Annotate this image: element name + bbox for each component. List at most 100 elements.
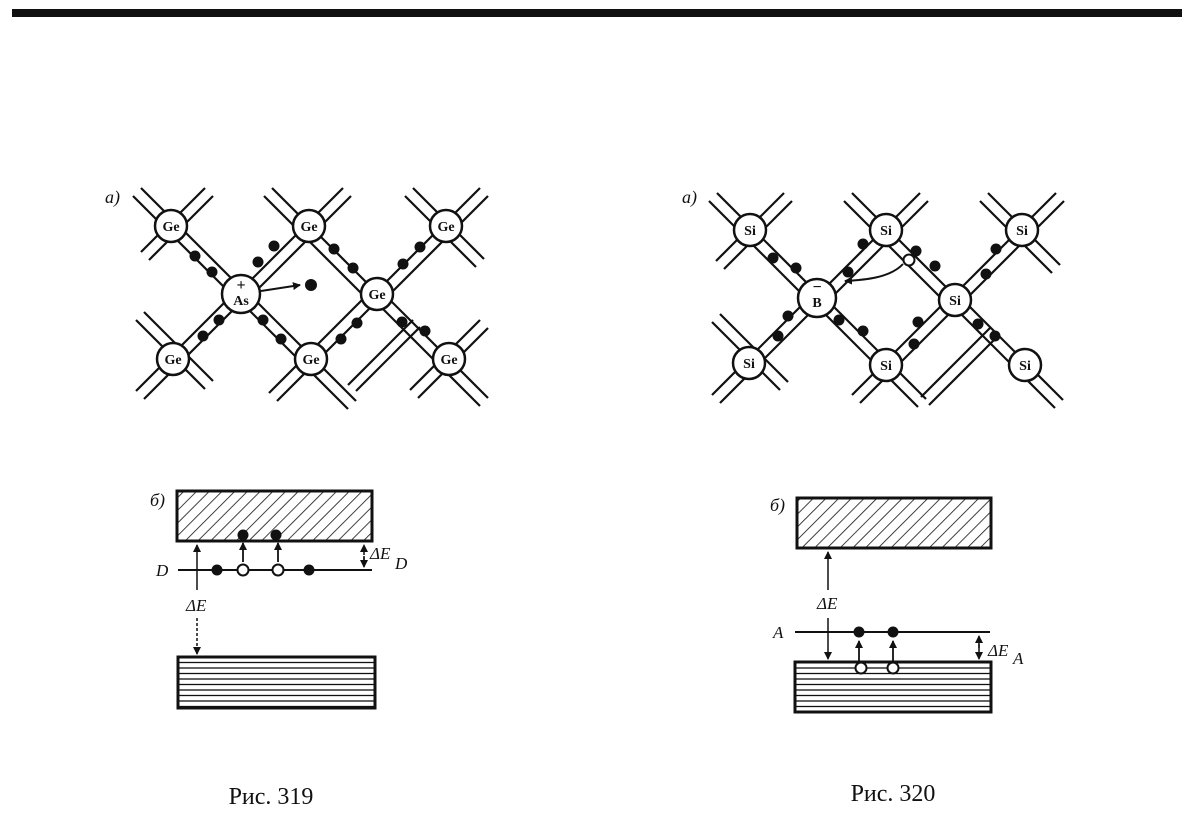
electron — [772, 330, 784, 342]
electron — [213, 314, 225, 326]
band-gap-label: ΔE — [816, 594, 838, 613]
top-rule — [12, 9, 1182, 17]
electron — [206, 266, 218, 278]
atom-ge — [431, 341, 467, 377]
fig320-label-a: a) — [682, 187, 697, 208]
electron — [419, 325, 431, 337]
donor-gap-subscript: D — [394, 554, 408, 573]
atom-si — [731, 345, 767, 381]
atom-si — [937, 282, 973, 318]
donor-gap-label: ΔE — [369, 544, 391, 563]
fig319-caption: Рис. 319 — [229, 784, 314, 810]
electron — [767, 252, 779, 264]
electron — [268, 240, 280, 252]
electron — [328, 243, 340, 255]
electron — [397, 258, 409, 270]
band-gap-label: ΔE — [185, 596, 207, 615]
electron — [335, 333, 347, 345]
conduction-electron — [270, 529, 282, 541]
acceptor-gap-subscript: A — [1012, 649, 1024, 668]
electron — [912, 316, 924, 328]
electron — [275, 333, 287, 345]
atom-si-label: Si — [949, 294, 961, 309]
electron — [833, 314, 845, 326]
conduction-band — [795, 496, 993, 550]
electron — [189, 250, 201, 262]
atom-ge — [293, 341, 329, 377]
atom-ge-label: Ge — [164, 353, 181, 368]
fig319-atoms: Ge Ge Ge + As Ge Ge Ge Ge — [153, 208, 467, 377]
atom-si — [868, 347, 904, 383]
atom-si-label: Si — [880, 359, 892, 374]
fig319: a) — [105, 187, 489, 810]
acceptor-gap-label: ΔE — [987, 641, 1009, 660]
acceptor-level-label: A — [772, 623, 784, 642]
atom-as-label: As — [233, 294, 249, 309]
electron — [790, 262, 802, 274]
atom-si-label: Si — [1019, 359, 1031, 374]
electron — [396, 316, 408, 328]
electron — [910, 245, 922, 257]
atom-b-label: B — [812, 296, 821, 311]
electron — [782, 310, 794, 322]
atom-ge-label: Ge — [300, 220, 317, 235]
fig319-label-b: б) — [150, 490, 165, 511]
ionized-donor — [236, 563, 250, 577]
atom-ge — [153, 208, 189, 244]
electron — [842, 266, 854, 278]
electron — [252, 256, 264, 268]
fig320: a) — [682, 187, 1065, 807]
electron — [257, 314, 269, 326]
electron — [990, 243, 1002, 255]
fig320-atoms: Si Si Si − B Si Si Si Si — [731, 212, 1043, 383]
atom-si-label: Si — [1016, 224, 1028, 239]
donor-electron — [211, 564, 223, 576]
free-electron — [305, 279, 317, 291]
atom-ge-label: Ge — [368, 288, 385, 303]
atom-ge-label: Ge — [437, 220, 454, 235]
electron — [197, 330, 209, 342]
atom-si — [732, 212, 768, 248]
atom-si-label: Si — [744, 224, 756, 239]
donor-electron — [303, 564, 315, 576]
atom-ge-label: Ge — [162, 220, 179, 235]
atom-ge-label: Ge — [440, 353, 457, 368]
atom-si — [1007, 347, 1043, 383]
electron — [989, 330, 1001, 342]
electron — [929, 260, 941, 272]
atom-ge — [428, 208, 464, 244]
impurity-sign: + — [236, 277, 245, 294]
free-electron-arrow — [260, 282, 301, 292]
atom-si — [1004, 212, 1040, 248]
atom-ge — [155, 341, 191, 377]
valence-hole — [854, 661, 868, 675]
atom-b-impurity — [796, 277, 838, 319]
acceptor-electron — [853, 626, 865, 638]
atom-si-label: Si — [743, 357, 755, 372]
fig320-bond-electrons — [767, 238, 1002, 350]
electron — [347, 262, 359, 274]
atom-si-label: Si — [880, 224, 892, 239]
electron — [908, 338, 920, 350]
ionized-donor — [271, 563, 285, 577]
donor-level-label: D — [155, 561, 169, 580]
hole — [902, 253, 916, 267]
acceptor-electron — [887, 626, 899, 638]
valence-hole — [886, 661, 900, 675]
electron — [351, 317, 363, 329]
impurity-sign: − — [812, 279, 821, 296]
electron — [857, 325, 869, 337]
fig319-bond-electrons — [189, 240, 431, 345]
atom-ge — [359, 276, 395, 312]
electron — [857, 238, 869, 250]
atom-ge-label: Ge — [302, 353, 319, 368]
fig320-label-b: б) — [770, 495, 785, 516]
atom-ge — [291, 208, 327, 244]
electron — [414, 241, 426, 253]
valence-band — [176, 655, 377, 710]
atom-as-impurity — [220, 273, 262, 315]
fig319-label-a: a) — [105, 187, 120, 208]
fig320-caption: Рис. 320 — [851, 781, 936, 807]
conduction-electron — [237, 529, 249, 541]
